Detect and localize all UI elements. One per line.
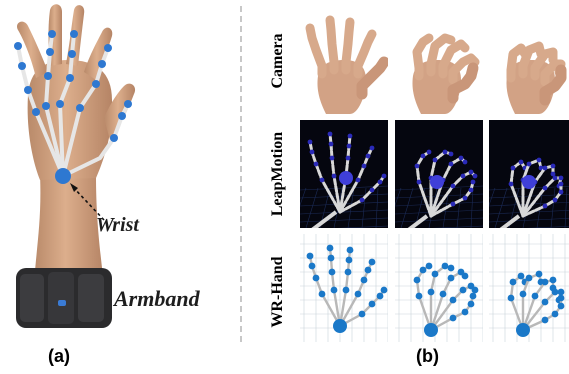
cell-render-claw [395,234,483,342]
panel-divider [240,6,242,342]
render-hand-claw [395,234,483,342]
panel-a-label: (a) [48,346,70,367]
render-hand-curl [489,234,569,342]
row-label-camera: Camera [269,11,289,111]
cell-leap-curl [489,120,569,228]
cell-leap-claw [395,120,483,228]
photo-hand-open [300,6,388,114]
leap-hand-claw [395,120,483,228]
cell-photo-claw [395,6,483,114]
armband [16,268,112,328]
photo-hand-claw [395,6,483,114]
wrist-joint [55,168,71,184]
row-label-wrhand: WR-Hand [269,242,289,342]
panel-b-label: (b) [416,346,439,367]
leap-hand-curl [489,120,569,228]
armband-label: Armband [114,286,200,312]
cell-render-open [300,234,388,342]
render-hand-open [300,234,388,342]
cell-render-curl [489,234,569,342]
wrist-label: Wrist [96,214,139,237]
cell-leap-open [300,120,388,228]
photo-hand-curl [489,6,569,114]
cell-photo-open [300,6,388,114]
cell-photo-curl [489,6,569,114]
row-label-leapmotion: LeapMotion [269,124,289,224]
leap-hand-open [300,120,388,228]
